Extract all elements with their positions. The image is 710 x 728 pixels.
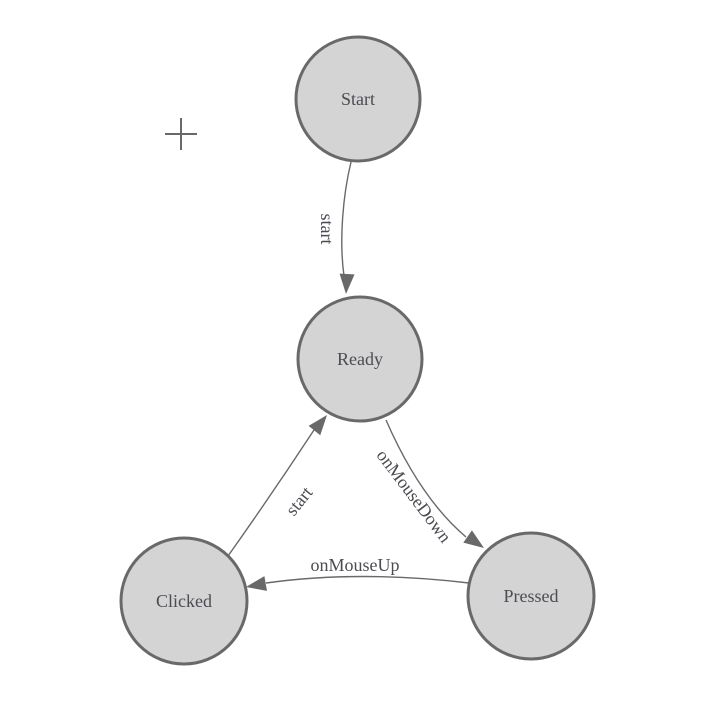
node-circle bbox=[296, 295, 424, 423]
edge-label-start-to-ready: start bbox=[317, 214, 337, 245]
state-node-clicked[interactable]: Clicked bbox=[119, 536, 249, 666]
node-label-start: Start bbox=[341, 89, 375, 109]
state-node-start[interactable]: Start bbox=[294, 35, 422, 163]
transition-edge-pressed-to-clicked[interactable]: onMouseUp bbox=[245, 555, 470, 594]
arrowhead-icon bbox=[308, 415, 327, 436]
edge-line bbox=[385, 419, 467, 538]
edge-label-clicked-to-ready: start bbox=[281, 483, 316, 520]
node-label-pressed: Pressed bbox=[504, 586, 559, 606]
arrowhead-icon bbox=[339, 273, 355, 294]
node-label-clicked: Clicked bbox=[156, 591, 212, 611]
state-node-ready[interactable]: Ready bbox=[296, 295, 424, 423]
node-label-ready: Ready bbox=[337, 349, 383, 369]
crosshair-cursor-icon bbox=[165, 118, 197, 150]
transition-edge-clicked-to-ready[interactable]: start bbox=[227, 410, 333, 557]
node-circle bbox=[119, 536, 249, 666]
edge-label-ready-to-pressed: onMouseDown bbox=[373, 446, 456, 547]
edge-line bbox=[265, 575, 470, 584]
arrowhead-icon bbox=[246, 576, 267, 591]
state-node-pressed[interactable]: Pressed bbox=[466, 531, 596, 661]
arrowhead-icon bbox=[463, 530, 484, 548]
edge-label-pressed-to-clicked: onMouseUp bbox=[311, 555, 400, 575]
node-circle bbox=[294, 35, 422, 163]
edge-line bbox=[227, 429, 315, 557]
node-circle bbox=[466, 531, 596, 661]
edge-line bbox=[341, 161, 352, 277]
transition-edge-start-to-ready[interactable]: start bbox=[317, 161, 355, 294]
transition-edge-ready-to-pressed[interactable]: onMouseDown bbox=[373, 419, 489, 554]
